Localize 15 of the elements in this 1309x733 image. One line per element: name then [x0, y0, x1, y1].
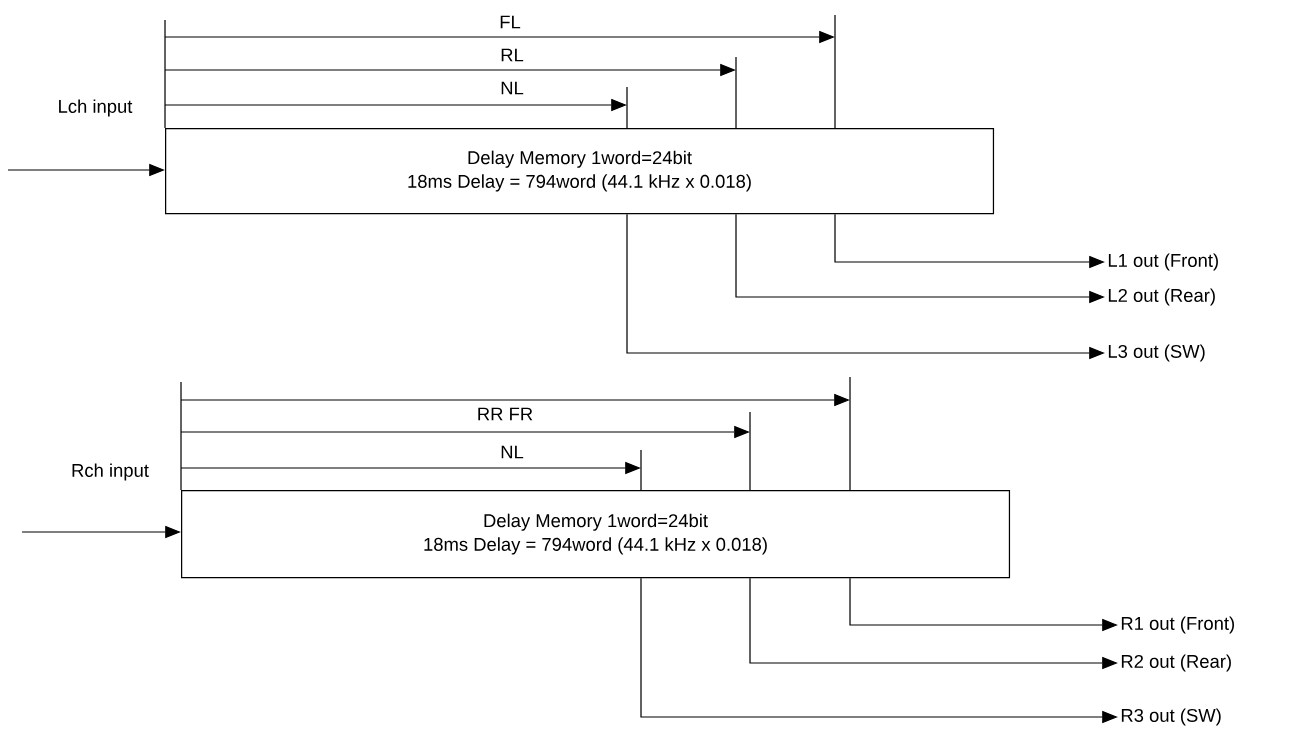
delay-memory-box: Delay Memory 1word=24bit 18ms Delay = 794word (44.1 kHz x 0.018): [165, 128, 995, 215]
output-label: R3 out (SW): [1121, 708, 1221, 726]
output-label: L1 out (Front): [1108, 253, 1218, 271]
output-label: L3 out (SW): [1108, 344, 1205, 362]
tap-label: RR FR: [478, 407, 533, 421]
input-label: Lch input: [59, 99, 133, 117]
output-label: R2 out (Rear): [1121, 654, 1231, 672]
tap-label: NL: [501, 445, 524, 459]
delay-memory-box: Delay Memory 1word=24bit 18ms Delay = 794word (44.1 kHz x 0.018): [181, 490, 1011, 579]
tap-label: FL: [500, 15, 521, 29]
input-label: Rch input: [72, 463, 149, 481]
tap-label: RL: [501, 48, 524, 62]
output-label: R1 out (Front): [1121, 616, 1234, 634]
output-label: L2 out (Rear): [1108, 288, 1215, 306]
tap-label: NL: [501, 81, 524, 95]
